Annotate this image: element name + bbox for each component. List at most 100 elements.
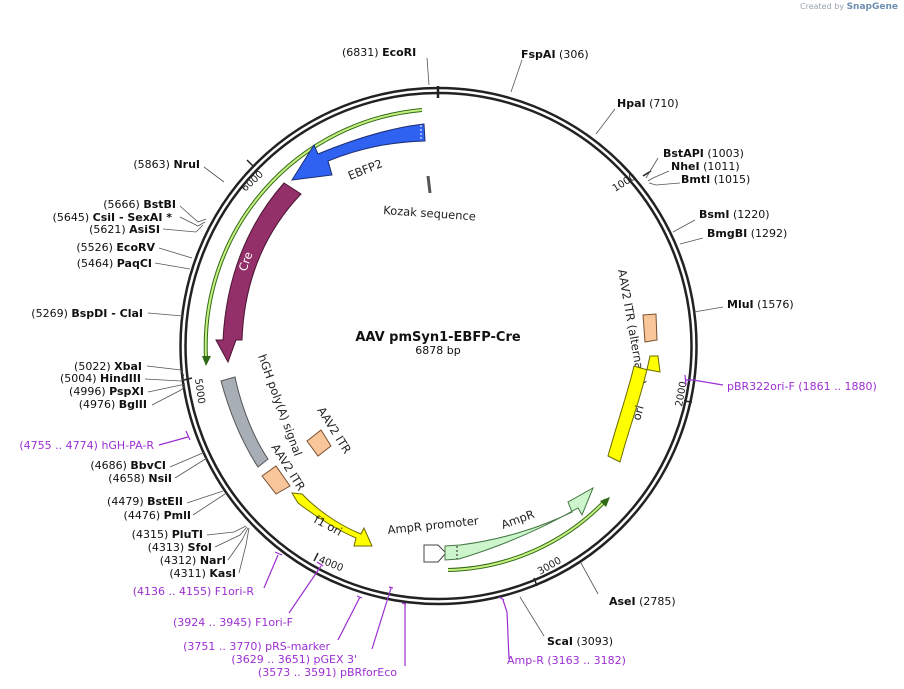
orf-line-outer-arrow [202, 356, 211, 366]
site-csii: (5645) CsiI - SexAI * [53, 211, 173, 224]
ampr-feature[interactable] [444, 486, 595, 561]
site-fspai-name: FspAI [521, 48, 556, 61]
site-pmli: (4476) PmlI [124, 509, 191, 522]
ampr-promoter-feature[interactable] [423, 544, 447, 563]
site-nrui-pos: (5863) [133, 158, 170, 171]
site-pluti-pos: (4315) [132, 528, 169, 541]
kozak-label: Kozak sequence [383, 203, 477, 223]
site-asisi-pos: (5621) [89, 223, 126, 236]
site-nhei: NheI (1011) [671, 160, 740, 173]
site-ecori: (6831) EcoRI [342, 46, 416, 59]
site-irui: (5863) NruI [133, 158, 200, 171]
map-title: AAV pmSyn1-EBFP-Cre [355, 330, 521, 345]
site-bbvci-pos: (4686) [90, 459, 127, 472]
primer-hgh-pa-r-label: hGH-PA-R [101, 439, 154, 452]
site-bmgbi: BmgBI (1292) [707, 227, 787, 240]
site-asisi: (5621) AsiSI [89, 223, 160, 236]
site-bglii-pos: (4976) [79, 398, 116, 411]
primer-marks [158, 374, 724, 666]
primer-amp-r-range: (3163 .. 3182) [547, 654, 626, 667]
primer-pgex3-label: pGEX 3' [313, 653, 357, 666]
site-sfoi-pos: (4313) [148, 541, 185, 554]
site-kasi-pos: (4311) [169, 567, 206, 580]
primer-pbr322ori-f-label: pBR322ori-F [727, 380, 795, 393]
site-bstbi-pos: (5666) [103, 198, 140, 211]
aav2-itr-center-feature[interactable] [306, 429, 332, 457]
site-ecorv-name: EcoRV [116, 241, 155, 254]
ori-feature[interactable] [607, 355, 661, 463]
site-asisi-name: AsiSI [129, 223, 160, 236]
site-paqci-pos: (5464) [77, 257, 114, 270]
site-scai: ScaI (3093) [547, 635, 613, 648]
site-hpai-pos: (710) [649, 97, 679, 110]
site-bstapi: BstAPI (1003) [663, 147, 744, 160]
site-mlui-name: MluI [727, 298, 754, 311]
ebfp2-feature[interactable] [291, 123, 426, 181]
site-ecorv: (5526) EcoRV [76, 241, 155, 254]
site-xbai-name: XbaI [114, 360, 142, 373]
site-bsmi-name: BsmI [699, 208, 730, 221]
orf-line-ampr-highlight [447, 499, 607, 571]
site-mlui-pos: (1576) [757, 298, 794, 311]
aav2-itr-alternate-feature[interactable] [642, 313, 658, 343]
ori-label: ori [629, 404, 646, 422]
primer-prs-marker-range: (3751 .. 3770) [183, 640, 262, 653]
site-pluti: (4315) PluTI [132, 528, 203, 541]
tick-6000 [246, 159, 254, 167]
site-ecori-name: EcoRI [382, 46, 416, 59]
tick-5000 [183, 377, 193, 381]
site-fspai-pos: (306) [559, 48, 589, 61]
site-kasi-name: KasI [209, 567, 236, 580]
site-bglii: (4976) BglII [79, 398, 147, 411]
ampr-label: AmpR [499, 507, 536, 532]
site-hindiii-pos: (5004) [60, 372, 97, 385]
primer-hgh-pa-r: (4755 .. 4774) hGH-PA-R [19, 439, 154, 452]
primer-prs-marker-label: pRS-marker [265, 640, 330, 653]
site-bsteii: (4479) BstEII [107, 495, 183, 508]
primer-f1ori-r-range: (4136 .. 4155) [133, 585, 212, 598]
site-asei-pos: (2785) [639, 595, 676, 608]
credit-prefix: Created by [800, 2, 845, 11]
site-fspai: FspAI (306) [521, 48, 589, 61]
site-paqci-name: PaqCI [117, 257, 152, 270]
site-hpai-name: HpaI [617, 97, 646, 110]
primer-f1ori-f: (3924 .. 3945) F1ori-F [173, 616, 293, 629]
site-sfoi-name: SfoI [188, 541, 212, 554]
site-ecori-pos: (6831) [342, 46, 379, 59]
site-nhei-name: NheI [671, 160, 700, 173]
site-asei-name: AseI [609, 595, 636, 608]
site-bmgbi-pos: (1292) [751, 227, 788, 240]
aav2-itr-lower-feature[interactable] [261, 465, 291, 495]
site-asei: AseI (2785) [609, 595, 676, 608]
site-sfoi: (4313) SfoI [148, 541, 212, 554]
site-bmti-name: BmtI [681, 173, 710, 186]
site-bspdi-suffix: - ClaI [107, 307, 143, 320]
site-bstapi-name: BstAPI [663, 147, 704, 160]
site-bsmi-pos: (1220) [733, 208, 770, 221]
orf-line-outer-highlight [204, 109, 423, 359]
site-xbai-pos: (5022) [74, 360, 111, 373]
site-pmli-name: PmlI [164, 509, 191, 522]
primer-prs-marker: (3751 .. 3770) pRS-marker [183, 640, 330, 653]
f1ori-feature[interactable] [291, 492, 373, 547]
cre-feature[interactable] [215, 182, 302, 364]
primer-hgh-pa-r-range: (4755 .. 4774) [19, 439, 98, 452]
site-pluti-name: PluTI [172, 528, 203, 541]
primer-f1ori-r-label: F1ori-R [215, 585, 255, 598]
credit-brand: SnapGene [846, 2, 898, 12]
site-bspdi-name: BspDI [71, 307, 107, 320]
site-csii-pos: (5645) [53, 211, 90, 224]
primer-pbrforeco-label: pBRforEco [340, 666, 397, 679]
site-nhei-pos: (1011) [703, 160, 740, 173]
primer-pbr322ori-f-range: (1861 .. 1880) [798, 380, 877, 393]
site-xbai: (5022) XbaI [74, 360, 142, 373]
kozak-mark [426, 175, 432, 194]
site-nari: (4312) NarI [160, 554, 226, 567]
site-bstbi-name: BstBI [143, 198, 176, 211]
site-bbvci: (4686) BbvCI [90, 459, 166, 472]
primer-f1ori-f-label: F1ori-F [255, 616, 293, 629]
hgh-polya-feature[interactable] [220, 376, 269, 468]
site-kasi: (4311) KasI [169, 567, 236, 580]
tick-3000 [533, 577, 538, 587]
